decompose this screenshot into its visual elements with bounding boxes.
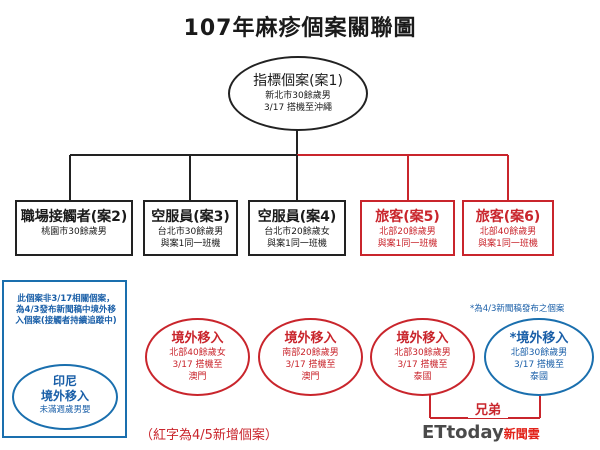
imported-case-1-node: 境外移入 北部40餘歲女 3/17 搭機至 澳門	[145, 318, 250, 396]
contact-case3-line2: 與案1同一班機	[160, 239, 221, 249]
contact-case5-line1: 北部20餘歲男	[379, 227, 436, 237]
imported-case-4-line1: 北部30餘歲男	[510, 348, 568, 358]
contact-case3-line1: 台北市30餘歲男	[157, 227, 224, 237]
imported-case-4-line2: 3/17 搭機至	[513, 360, 565, 370]
contact-case5-box: 旅客(案5) 北部20餘歲男 與案1同一班機	[360, 200, 455, 256]
contact-case6-box: 旅客(案6) 北部40餘歲男 與案1同一班機	[462, 200, 554, 256]
contact-case2-box: 職場接觸者(案2) 桃園市30餘歲男	[15, 200, 133, 256]
contact-case6-label: 旅客(案6)	[475, 209, 541, 225]
diagram-title: 107年麻疹個案關聯圖	[183, 16, 417, 41]
imported-case-2-line2: 3/17 搭機至	[285, 360, 336, 370]
imported-case-2-node: 境外移入 南部20餘歲男 3/17 搭機至 澳門	[258, 318, 363, 396]
indonesia-case-title1: 印尼	[52, 374, 77, 388]
contact-case6-line1: 北部40餘歲男	[479, 227, 537, 237]
contact-case4-line2: 與案1同一班機	[267, 239, 327, 249]
contact-case6-line2: 與案1同一班機	[478, 239, 538, 249]
left-info-panel: 此個案非3/17相關個案，為4/3發布新聞稿中境外移入個案(接觸者持續追蹤中) …	[2, 280, 127, 438]
contact-case5-label: 旅客(案5)	[375, 209, 440, 225]
imported-case-4-node: *境外移入 北部30餘歲男 3/17 搭機至 泰國	[484, 318, 594, 396]
imported-case-3-line2: 3/17 搭機至	[397, 360, 448, 370]
imported-case-3-label: 境外移入	[396, 331, 449, 346]
imported-case-1-line1: 北部40餘歲女	[169, 348, 226, 358]
contact-case4-box: 空服員(案4) 台北市20餘歲女 與案1同一班機	[248, 200, 346, 256]
contact-case2-line1: 桃園市30餘歲男	[41, 227, 107, 237]
contact-case2-label: 職場接觸者(案2)	[20, 209, 128, 225]
imported-case-2-line1: 南部20餘歲男	[282, 348, 339, 358]
imported-case-2-label: 境外移入	[284, 331, 337, 346]
index-case-line2: 3/17 搭機至沖繩	[263, 103, 333, 113]
index-case-node: 指標個案(案1) 新北市30餘歲男 3/17 搭機至沖繩	[228, 56, 368, 131]
contact-case4-line1: 台北市20餘歲女	[264, 227, 330, 237]
ettoday-watermark: ETtoday新聞雲	[422, 422, 540, 443]
contact-case5-line2: 與案1同一班機	[377, 239, 438, 249]
indonesia-case-title2: 境外移入	[40, 389, 89, 403]
watermark-suffix: 新聞雲	[503, 427, 540, 441]
left-panel-note: 此個案非3/17相關個案，為4/3發布新聞稿中境外移入個案(接觸者持續追蹤中)	[15, 294, 117, 326]
watermark-main: ETtoday	[422, 422, 504, 443]
contact-case3-label: 空服員(案3)	[151, 209, 230, 225]
imported-case-1-line3: 澳門	[188, 372, 207, 382]
contact-case4-label: 空服員(案4)	[257, 209, 337, 225]
imported-case-4-label: *境外移入	[509, 331, 569, 346]
imported-case-1-label: 境外移入	[171, 331, 224, 346]
imported-case-3-line3: 泰國	[413, 372, 432, 382]
imported-case-1-line2: 3/17 搭機至	[172, 360, 223, 370]
index-case-line1: 新北市30餘歲男	[265, 91, 331, 101]
indonesia-case-node: 印尼 境外移入 未滿週歲男嬰	[12, 364, 118, 430]
contact-case3-box: 空服員(案3) 台北市30餘歲男 與案1同一班機	[143, 200, 238, 256]
imported-case-2-line3: 澳門	[301, 372, 320, 382]
press-release-note: *為4/3新聞稿發布之個案	[470, 304, 565, 314]
index-case-label: 指標個案(案1)	[253, 73, 343, 89]
imported-case-4-line3: 泰國	[529, 372, 548, 382]
siblings-label: 兄弟	[468, 399, 508, 418]
imported-case-3-line1: 北部30餘歲男	[394, 348, 451, 358]
indonesia-case-desc: 未滿週歲男嬰	[39, 405, 91, 415]
imported-case-3-node: 境外移入 北部30餘歲男 3/17 搭機至 泰國	[370, 318, 475, 396]
footnote: （紅字為4/5新增個案）	[140, 428, 278, 443]
